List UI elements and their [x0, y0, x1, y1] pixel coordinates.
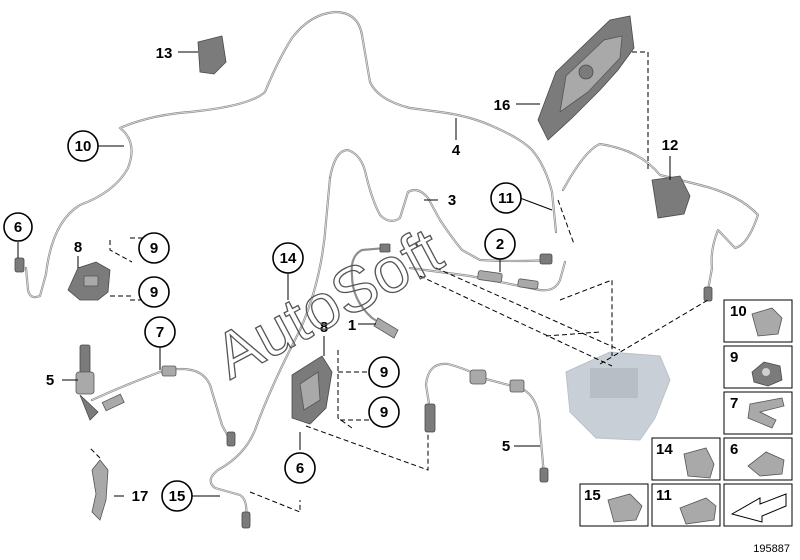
- callout-4: 4: [452, 142, 461, 159]
- callout-17: 17: [132, 488, 149, 505]
- holder-16: [537, 15, 635, 141]
- brake-pipes: [24, 10, 760, 520]
- callout-9c: 9: [380, 364, 388, 381]
- callout-9d: 9: [380, 404, 388, 421]
- callout-circle-9b: [138, 276, 170, 308]
- callout-7: 7: [156, 324, 164, 341]
- callout-circle-7: [144, 316, 176, 348]
- callout-3: 3: [448, 192, 456, 209]
- callout-circle-6a: [3, 212, 33, 242]
- brake-hose-1: [373, 317, 399, 339]
- brake-hose-5: [79, 344, 91, 376]
- callout-circle-2: [484, 228, 516, 260]
- callout-1: 1: [348, 317, 356, 334]
- legend-label-10: 10: [730, 303, 747, 320]
- callout-10: 10: [75, 138, 92, 155]
- bracket-8-center: [291, 355, 333, 425]
- legend-label-11: 11: [656, 487, 672, 504]
- legend-label-15: 15: [584, 487, 601, 504]
- callout-circle-11: [490, 182, 522, 214]
- legend-label-7: 7: [730, 395, 738, 412]
- callout-circle-10: [67, 130, 99, 162]
- callout-6a: 6: [14, 219, 22, 236]
- bracket-8-left: [67, 261, 111, 301]
- callout-5a: 5: [46, 372, 54, 389]
- callout-circle-6b: [284, 452, 316, 484]
- callout-13: 13: [156, 45, 173, 62]
- callout-15: 15: [169, 488, 186, 505]
- callouts: 10 13 4 3 16 11 12 6 8 9 9 7 5 14 1 2 8 …: [3, 45, 679, 512]
- legend-label-14: 14: [656, 441, 673, 458]
- parts-legend: 10 9 7 6 14 11 15: [579, 299, 793, 527]
- callout-circle-9c: [368, 356, 400, 388]
- bracket-13: [197, 35, 227, 75]
- callout-circle-15: [161, 480, 193, 512]
- legend-label-9: 9: [730, 349, 738, 366]
- reference-number: 195887: [753, 543, 790, 555]
- clip-12: [651, 175, 691, 219]
- arrow-icon: [730, 493, 787, 523]
- callout-circle-9d: [368, 396, 400, 428]
- dashed-connections: [89, 51, 709, 513]
- callout-8b: 8: [320, 319, 328, 336]
- leader-lines: [17, 51, 671, 497]
- callout-9a: 9: [150, 240, 158, 257]
- callout-2: 2: [496, 236, 504, 253]
- brake-line-2: [350, 246, 390, 330]
- callout-11: 11: [498, 190, 514, 207]
- callout-8a: 8: [74, 239, 82, 256]
- bracket-17: [91, 459, 109, 521]
- callout-circle-14: [272, 242, 304, 274]
- callout-9b: 9: [150, 284, 158, 301]
- callout-16: 16: [494, 97, 511, 114]
- fittings: [14, 243, 713, 529]
- callout-6b: 6: [296, 460, 304, 477]
- callout-12: 12: [662, 137, 679, 154]
- callout-circle-9a: [138, 232, 170, 264]
- hydraulic-unit: [565, 351, 671, 441]
- callout-14: 14: [280, 250, 297, 267]
- legend-label-6: 6: [730, 441, 738, 458]
- callout-5b: 5: [502, 438, 510, 455]
